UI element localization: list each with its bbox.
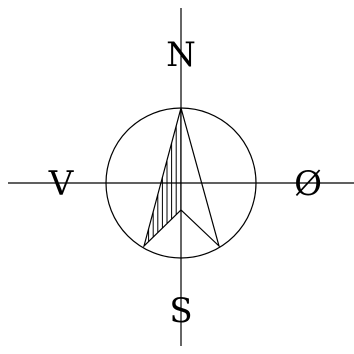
south-label: S (169, 291, 192, 331)
north-label: N (166, 35, 196, 75)
west-label: V (48, 164, 75, 204)
east-label: Ø (294, 164, 322, 204)
north-arrow-hatching (148, 108, 182, 242)
